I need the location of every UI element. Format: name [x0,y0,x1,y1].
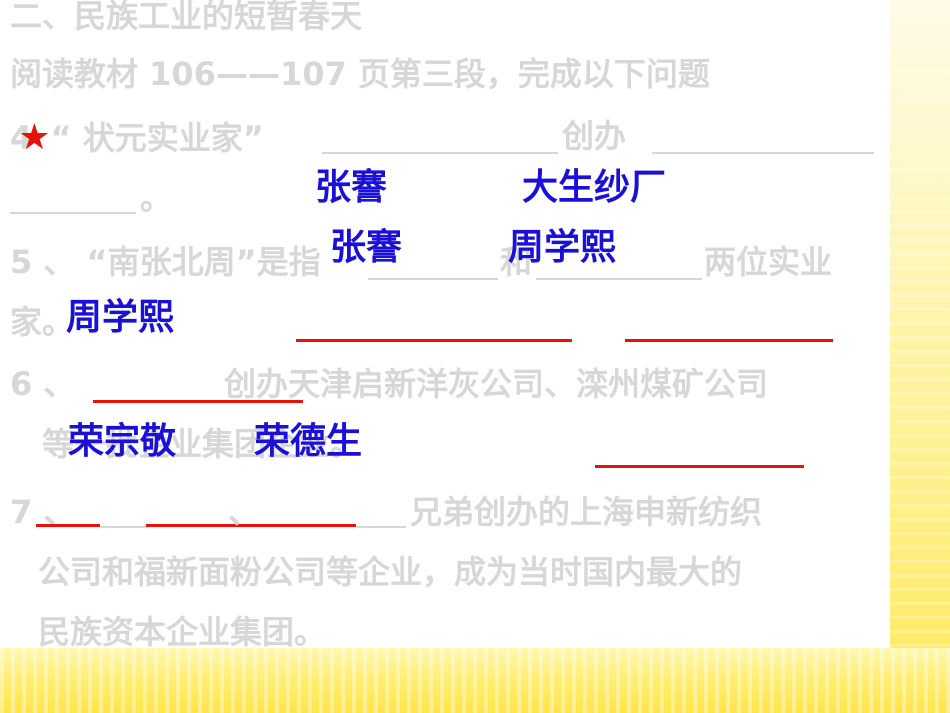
answer-q5-north: 周学熙 [508,227,617,268]
question-4-verb: 创办 [562,117,627,155]
red-underline [93,400,303,403]
answer-q7-younger-brother: 荣德生 [254,421,363,462]
answer-q4-founder: 张謇 [315,167,388,208]
question-5-mid: 和 [500,243,533,281]
answer-q6-founder: 周学熙 [66,297,175,338]
question-5-suffix: 两位实业 [704,243,833,281]
question-7-prefix: 7 、 [10,493,76,531]
question-6-text: 创办天津启新洋灰公司、滦州煤矿公司 [224,365,769,403]
question-4-line1: 4★“ 状元实业家” [10,120,264,156]
question-5-line2: 家。 [10,303,75,341]
question-5-blank-1 [368,278,498,280]
red-underline [36,524,100,527]
question-6-line2: 等一批企业集团企业。 [42,425,363,463]
question-4-end: 。 [140,179,173,217]
red-underline [625,339,833,342]
decorative-bottom-band [0,648,950,713]
question-7-blank-gap [100,526,148,528]
answer-q7-elder-brother: 荣宗敬 [68,421,177,462]
star-icon: ★ [18,117,51,158]
question-4-blank-1 [322,152,558,154]
question-7-text: 兄弟创办的上海申新纺织 [410,493,763,531]
answer-q5-south: 张謇 [330,227,403,268]
question-4-blank-2 [652,152,874,154]
question-4-blank-3 [10,212,136,214]
question-7-blank-tail [356,526,406,528]
question-7-line3: 民族资本企业集团。 [38,613,327,651]
red-underline [146,524,356,527]
instruction-text: 阅读教材 106——107 页第三段，完成以下问题 [10,55,710,93]
decorative-side-strip [890,0,950,713]
question-4-quote: “ 状元实业家” [50,119,264,157]
question-5-blank-2 [536,278,702,280]
red-underline [296,339,572,342]
red-underline [595,465,804,468]
question-5-prefix: 5 、 “南张北周”是指 [10,243,321,281]
question-7-line2: 公司和福新面粉公司等企业，成为当时国内最大的 [38,553,743,591]
question-4-number: 4 [10,119,33,157]
question-6-prefix: 6 、 [10,365,76,403]
answer-q4-factory: 大生纱厂 [522,167,667,208]
section-title: 二、民族工业的短暂春天 [10,0,363,35]
question-7-separator: 、 [228,493,261,531]
